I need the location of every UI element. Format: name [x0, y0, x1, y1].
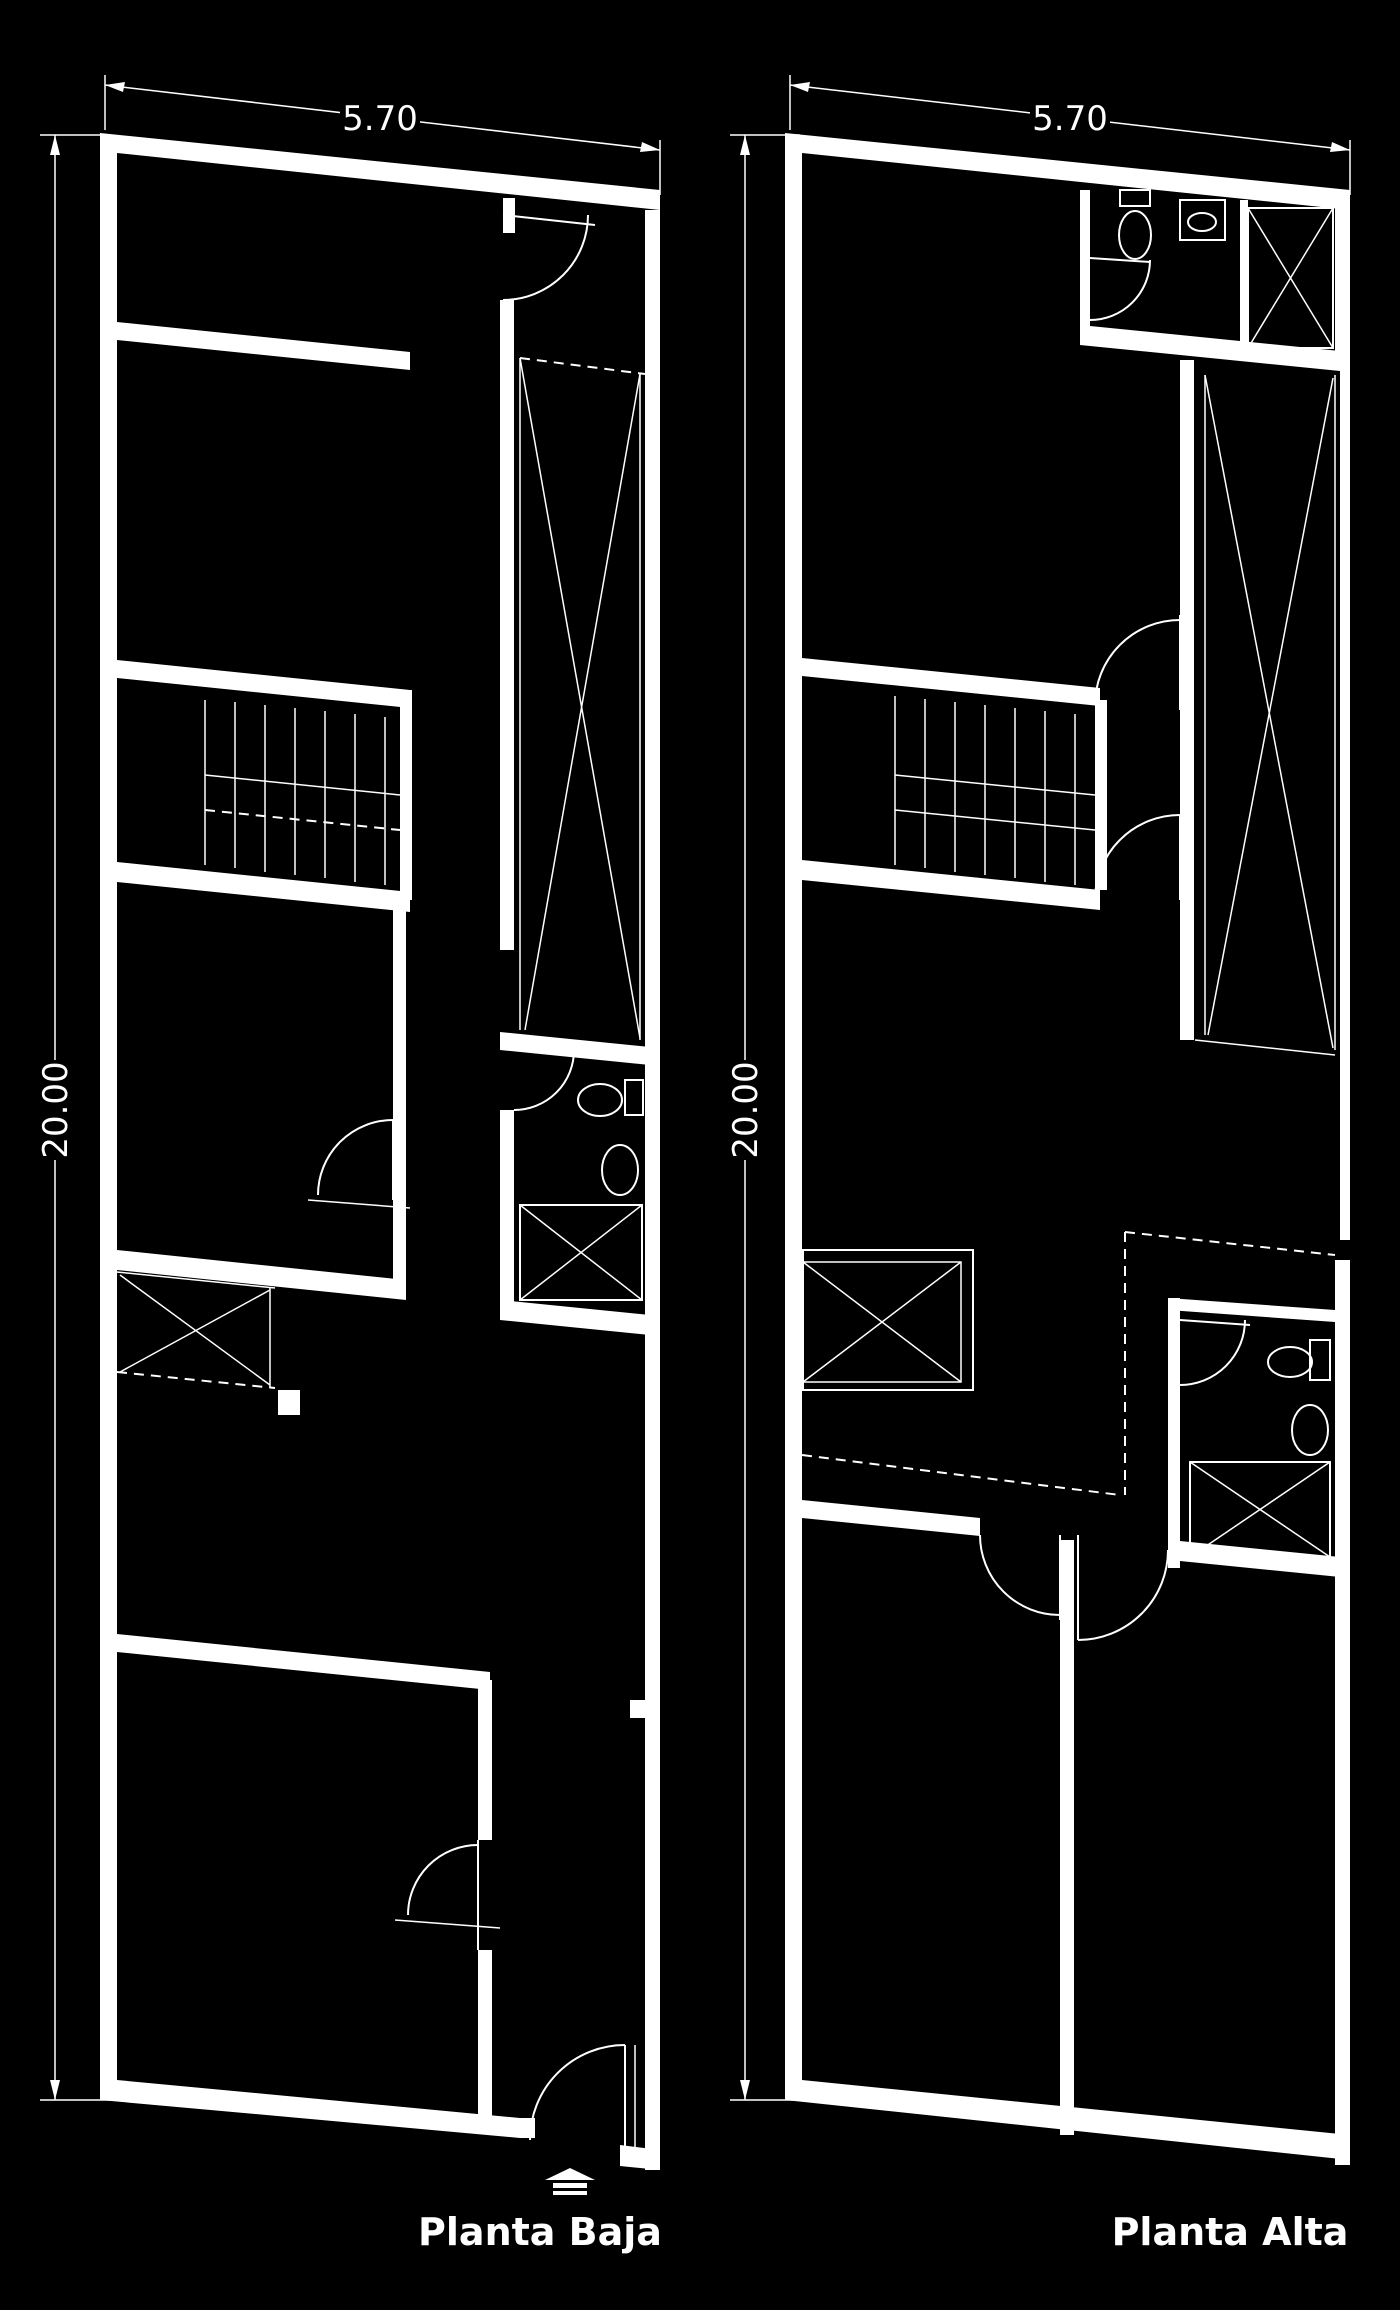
upper-toilet-icon — [1118, 210, 1152, 260]
upper-right-bathroom — [1179, 1319, 1331, 1558]
upper-toilet-2-icon — [1267, 1346, 1313, 1378]
ground-plan-title: Planta Baja — [418, 2210, 662, 2254]
upper-shaft-left — [801, 1231, 1336, 1496]
upper-corridor-doors — [1094, 615, 1181, 901]
ground-stairs — [204, 700, 401, 885]
ground-bathroom — [513, 1049, 644, 1301]
ground-sink-icon — [601, 1144, 639, 1196]
upper-length-dimension: 20.00 — [723, 134, 800, 2101]
upper-floor-plan: 5.70 20.00 — [723, 75, 1351, 2254]
upper-sink-icon — [1179, 199, 1226, 241]
upper-sink-2-icon — [1291, 1404, 1329, 1456]
ground-door-room-middle — [307, 1119, 411, 1209]
ground-interior-walls — [117, 198, 660, 2125]
entrance-arrow-icon — [545, 2168, 595, 2195]
ground-exterior-walls — [100, 133, 660, 2170]
upper-plan-title: Planta Alta — [1112, 2210, 1349, 2254]
ground-door-room-lower — [394, 1840, 501, 1950]
ground-length-dimension: 20.00 — [33, 134, 110, 2101]
ground-shaft-right — [519, 357, 646, 1040]
ground-door-top — [502, 214, 596, 301]
upper-width-label: 5.70 — [1032, 99, 1108, 139]
ground-width-dimension: 5.70 — [104, 75, 661, 195]
upper-interior-walls — [785, 190, 1350, 2135]
ground-length-label: 20.00 — [36, 1061, 76, 1158]
upper-length-label: 20.00 — [726, 1061, 766, 1158]
ground-width-label: 5.70 — [342, 99, 418, 139]
ground-toilet-icon — [577, 1083, 623, 1117]
upper-stairs — [894, 696, 1096, 885]
upper-top-bathroom — [1089, 189, 1334, 349]
ground-floor-plan: 5.70 20.00 — [33, 75, 662, 2254]
ground-entrance-door — [529, 2044, 636, 2150]
upper-width-dimension: 5.70 — [789, 75, 1351, 195]
upper-shaft — [1204, 374, 1336, 1050]
ground-shaft-left — [116, 1271, 276, 1389]
upper-bedroom-doors — [979, 1534, 1169, 1641]
